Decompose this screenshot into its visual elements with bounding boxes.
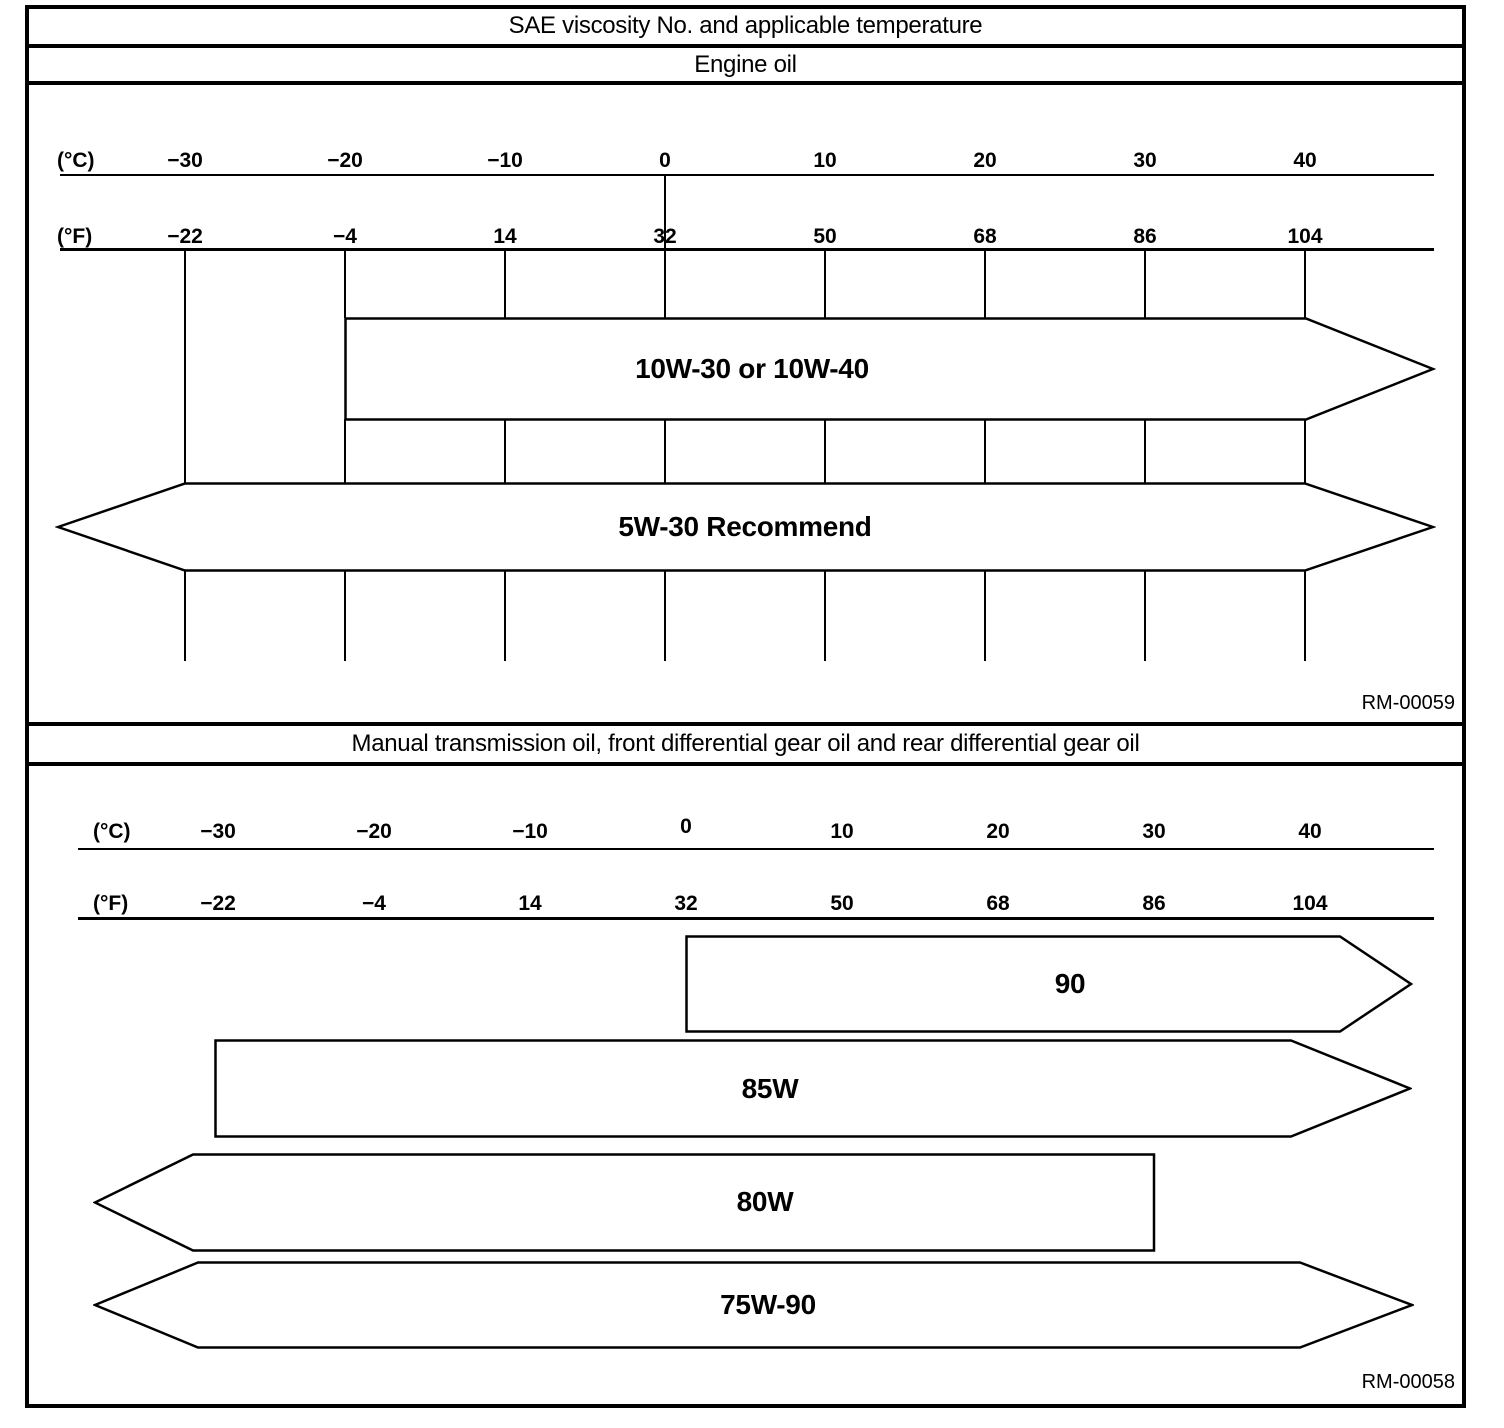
band-5w30-arrow-shape <box>55 482 1436 572</box>
band-90-label: 90 <box>1054 968 1086 999</box>
band-10w30-10w40-label: 10W-30 or 10W-40 <box>635 353 869 384</box>
trans-fahrenheit-axis-label: (°F) <box>93 892 129 915</box>
engine-fahrenheit-tick: 104 <box>1287 225 1323 248</box>
engine-gridline <box>664 570 666 661</box>
engine-celsius-axis-label: (°C) <box>57 149 95 172</box>
engine-celsius-tick: 0 <box>659 149 671 172</box>
engine-gridline <box>504 251 506 318</box>
engine-celsius-tick: −30 <box>167 149 203 172</box>
separator-under-engine-title <box>25 81 1466 85</box>
trans-fahrenheit-tick: −4 <box>362 892 386 915</box>
separator-under-main-title <box>25 44 1466 48</box>
engine-zero-degree-connector-line <box>664 176 666 248</box>
engine-gridline <box>1144 570 1146 661</box>
engine-gridline <box>824 251 826 318</box>
engine-oil-section-title: Engine oil <box>694 51 797 78</box>
engine-gridline <box>824 419 826 483</box>
engine-gridline <box>984 419 986 483</box>
trans-celsius-axis-line <box>78 848 1434 850</box>
engine-celsius-tick: 20 <box>973 149 997 172</box>
engine-gridline <box>664 419 666 483</box>
engine-fahrenheit-tick: 50 <box>813 225 837 248</box>
trans-celsius-tick: 20 <box>986 820 1010 843</box>
engine-gridline <box>184 570 186 661</box>
engine-celsius-tick: 30 <box>1133 149 1157 172</box>
engine-gridline <box>1304 419 1306 483</box>
trans-fahrenheit-tick: 86 <box>1142 892 1166 915</box>
engine-fahrenheit-tick: 68 <box>973 225 997 248</box>
engine-fahrenheit-tick: −4 <box>333 225 357 248</box>
band-75w90-arrow-shape <box>93 1261 1414 1349</box>
band-80w-arrow-shape <box>93 1153 1156 1252</box>
engine-fahrenheit-tick: 86 <box>1133 225 1157 248</box>
engine-gridline <box>824 570 826 661</box>
trans-fahrenheit-tick: 68 <box>986 892 1010 915</box>
band-85w-arrow-shape <box>214 1039 1412 1138</box>
trans-fahrenheit-tick: 14 <box>518 892 542 915</box>
engine-gridline <box>1144 419 1146 483</box>
engine-gridline <box>344 419 346 483</box>
band-75w90-label: 75W-90 <box>720 1289 816 1320</box>
engine-gridline <box>1304 251 1306 318</box>
trans-celsius-tick: 30 <box>1142 820 1166 843</box>
trans-celsius-tick: 10 <box>830 820 854 843</box>
engine-fahrenheit-tick: 14 <box>493 225 517 248</box>
separator-under-transmission-title <box>25 762 1466 766</box>
trans-fahrenheit-tick: 32 <box>674 892 698 915</box>
trans-celsius-tick: 0 <box>680 815 692 838</box>
transmission-section-title: Manual transmission oil, front different… <box>351 730 1140 757</box>
main-title: SAE viscosity No. and applicable tempera… <box>508 12 983 39</box>
engine-fahrenheit-tick: 32 <box>653 225 677 248</box>
engine-gridline <box>504 419 506 483</box>
engine-celsius-tick: 40 <box>1293 149 1317 172</box>
engine-celsius-tick: 10 <box>813 149 837 172</box>
band-90-arrow-shape <box>685 935 1414 1033</box>
engine-celsius-tick: −20 <box>327 149 363 172</box>
outer-frame <box>25 5 1466 1408</box>
engine-gridline <box>504 570 506 661</box>
trans-fahrenheit-tick: 50 <box>830 892 854 915</box>
engine-gridline <box>1304 570 1306 661</box>
band-5w30-label: 5W-30 Recommend <box>618 511 872 542</box>
engine-fahrenheit-axis-line <box>60 248 1434 251</box>
engine-gridline <box>1144 251 1146 318</box>
trans-celsius-tick: 40 <box>1298 820 1322 843</box>
band-80w-label: 80W <box>736 1186 794 1217</box>
engine-celsius-axis-line <box>60 174 1434 176</box>
engine-gridline <box>344 251 346 318</box>
transmission-figure-code: RM-00058 <box>1361 1371 1455 1393</box>
engine-fahrenheit-axis-label: (°F) <box>57 225 93 248</box>
trans-fahrenheit-tick: −22 <box>200 892 236 915</box>
trans-fahrenheit-axis-line <box>78 917 1434 920</box>
engine-gridline <box>984 251 986 318</box>
engine-celsius-tick: −10 <box>487 149 523 172</box>
trans-celsius-tick: −20 <box>356 820 392 843</box>
trans-celsius-tick: −30 <box>200 820 236 843</box>
engine-gridline <box>344 570 346 661</box>
trans-celsius-axis-label: (°C) <box>93 820 131 843</box>
band-10w30-10w40-arrow-shape <box>344 317 1436 421</box>
engine-figure-code: RM-00059 <box>1361 692 1455 714</box>
band-85w-label: 85W <box>741 1073 799 1104</box>
trans-celsius-tick: −10 <box>512 820 548 843</box>
engine-fahrenheit-tick: −22 <box>167 225 203 248</box>
trans-fahrenheit-tick: 104 <box>1292 892 1328 915</box>
engine-gridline <box>184 251 186 483</box>
engine-gridline <box>984 570 986 661</box>
engine-gridline <box>664 251 666 318</box>
separator-above-transmission-title <box>25 722 1466 726</box>
